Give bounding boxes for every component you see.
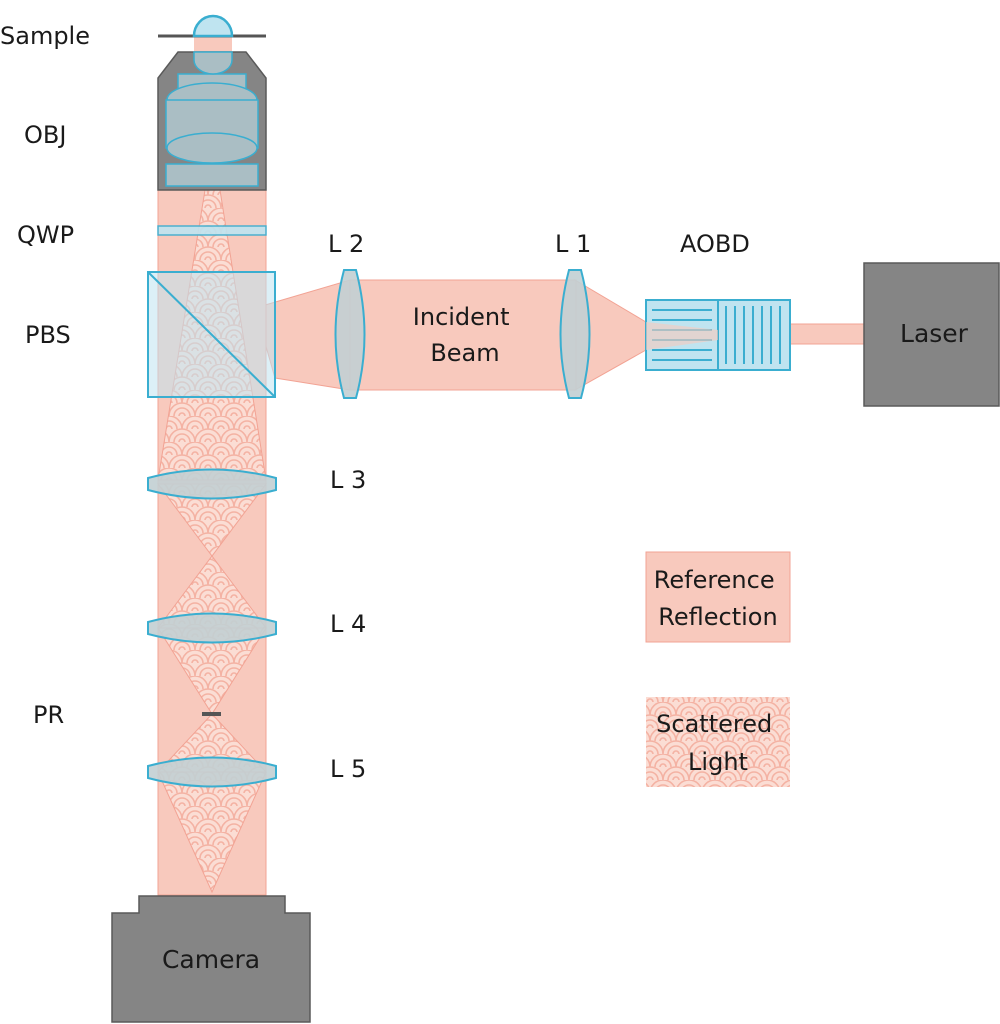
lens-l4 [147, 612, 277, 644]
legend-scattered-swatch [646, 697, 790, 787]
lenses [147, 269, 591, 788]
laser-output-beam [789, 323, 866, 345]
camera-label: Camera [162, 945, 260, 974]
lens-l3 [147, 468, 277, 500]
legend: Reference Reflection Scattered Light [645, 551, 791, 787]
l3-label: L 3 [330, 466, 366, 494]
legend-scattered-light: Scattered Light [646, 697, 790, 787]
lens-l1 [559, 269, 591, 399]
l2-label: L 2 [328, 230, 364, 258]
l5-label: L 5 [330, 755, 366, 783]
lens-l2 [334, 269, 366, 399]
pbs-diagonal [147, 271, 276, 398]
incident-beam-label: Incident Beam [413, 303, 517, 367]
objective-lens [157, 51, 267, 191]
lens-l5 [147, 756, 277, 788]
aobd-label: AOBD [680, 230, 750, 258]
objective-lens-lower [166, 132, 258, 164]
l1-to-l2-beam [349, 279, 577, 391]
l1-label: L 1 [555, 230, 591, 258]
obj-label: OBJ [24, 121, 66, 149]
legend-reference-text: Reference Reflection [654, 566, 783, 631]
qwp-label: QWP [17, 221, 74, 249]
pr-label: PR [33, 701, 64, 729]
polarizing-beam-splitter [147, 271, 276, 398]
legend-scattered-text: Scattered Light [656, 710, 780, 776]
incident-beam-line1: Incident [413, 303, 510, 331]
aobd-device [645, 299, 791, 371]
legend-reference-reflection: Reference Reflection [645, 551, 791, 643]
laser-device: Laser [863, 262, 1000, 407]
l4-label: L 4 [330, 610, 366, 638]
sample-label: Sample [0, 22, 90, 50]
sample-droplet [192, 14, 234, 38]
objective-front-lens [193, 51, 233, 75]
laser-box [863, 262, 1000, 407]
legend-reference-swatch [645, 551, 791, 643]
laser-label: Laser [900, 319, 969, 348]
aobd-beam-overlay [646, 322, 718, 350]
camera-body [111, 895, 311, 1023]
aobd-vertical-lines [725, 306, 781, 364]
objective-inner-bottom [165, 163, 259, 187]
sample [158, 14, 266, 38]
qwp-plate [157, 225, 267, 236]
incident-beam-line2: Beam [430, 339, 499, 367]
pbs-label: PBS [25, 321, 71, 349]
camera-device: Camera [111, 895, 311, 1023]
